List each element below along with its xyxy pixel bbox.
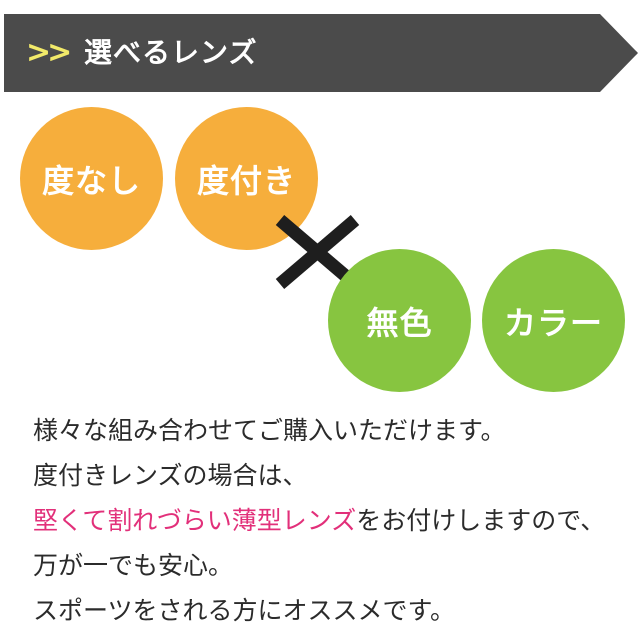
option-color: カラー — [482, 249, 625, 392]
highlight-text: 堅くて割れづらい薄型レンズ — [33, 506, 357, 535]
option-label: 度なし — [41, 161, 141, 200]
section-title: 選べるレンズ — [84, 36, 258, 69]
option-label: 度付き — [196, 161, 296, 200]
option-no-prescription: 度なし — [20, 107, 163, 250]
description-line-5: スポーツをされる方にオススメです。 — [33, 596, 456, 625]
option-clear: 無色 — [328, 249, 471, 392]
option-label: カラー — [503, 303, 603, 342]
description-line-3-rest: をお付けしますので、 — [356, 506, 606, 535]
times-icon — [270, 212, 365, 292]
double-chevron-icon: >> — [26, 35, 72, 70]
description-line-2: 度付きレンズの場合は、 — [33, 461, 308, 490]
section-header-banner: >> 選べるレンズ — [4, 14, 638, 92]
option-label: 無色 — [366, 303, 433, 342]
description-line-4: 万が一でも安心。 — [33, 551, 234, 580]
description-text: 様々な組み合わせてご購入いただけます。 度付きレンズの場合は、 堅くて割れづらい… — [33, 408, 633, 633]
banner-shape — [4, 14, 638, 92]
description-line-3: 堅くて割れづらい薄型レンズをお付けしますので、 — [33, 498, 633, 543]
description-line-1: 様々な組み合わせてご購入いただけます。 — [33, 416, 506, 445]
